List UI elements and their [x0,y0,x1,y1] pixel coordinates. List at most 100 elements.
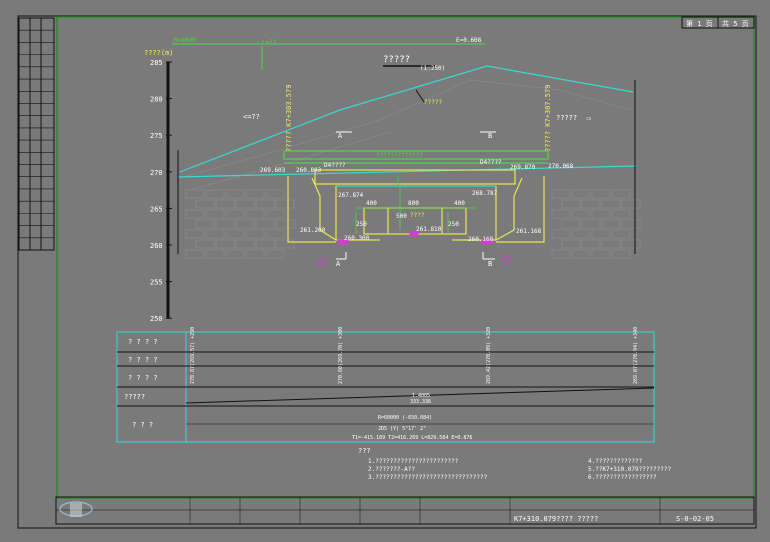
svg-text:? ? ? ?: ? ? ? ? [128,356,158,364]
hatch-brick [621,239,641,249]
hatch-brick [195,239,215,249]
svg-text:250: 250 [448,221,459,228]
hatch-brick [245,209,265,219]
svg-text:269.870: 269.870 [510,164,536,171]
drawing-title-bottom: K7+310.079???? ????? [514,515,598,523]
right-station-label: ????? K7+307.579 [544,85,552,152]
elevation-tick-label: 285 [150,59,163,67]
svg-text:1.4005: 1.4005 [412,393,430,399]
scale-value: (1:250) [420,65,445,72]
page-counter: 第 1 页 共 5 页 [681,16,755,29]
span-total-label: ????????????? [376,152,423,159]
hatch-brick [581,239,601,249]
svg-text:1.???????????????????????: 1.??????????????????????? [368,458,459,465]
svg-text:? ? ? ?: ? ? ? ? [128,338,158,346]
hatch-brick [561,219,581,229]
hatch-brick [205,209,225,219]
title-block: K7+310.079???? ????? S-0-02-05 [55,496,755,525]
svg-text:500: 500 [396,213,407,220]
hatch-brick [551,249,571,259]
hatch-brick [215,199,235,209]
hatch-brick [601,239,621,249]
svg-text:JD5 (Y) 5°17' 2": JD5 (Y) 5°17' 2" [378,426,426,432]
elevation-tick-label: 260 [150,242,163,250]
hatch-brick [561,239,581,249]
hatch-brick [591,209,611,219]
svg-text:270.068: 270.068 [548,163,574,170]
hatch-brick [611,249,631,259]
hatch-brick [621,199,641,209]
left-strip [18,17,55,251]
dimension-lines [355,176,476,234]
svg-text:L=??: L=?? [262,39,277,46]
hatch-brick [601,219,621,229]
hatch-brick [571,249,591,259]
svg-text:260.803: 260.803 [296,167,322,174]
outer-frame [17,15,757,529]
elevation-tick-label: 280 [150,96,163,104]
hatch-brick [225,249,245,259]
hatch-brick [205,229,225,239]
hatch-brick [611,229,631,239]
hatch-brick [245,229,265,239]
hatch-brick [551,189,571,199]
hatch-brick [551,209,571,219]
hatch-brick [551,229,571,239]
right-arrow-icon: ⇨ [586,114,592,124]
hatch-brick [245,189,265,199]
svg-text:269.603: 269.603 [260,167,286,174]
center-label: ???? [410,212,425,219]
svg-text:269.42(270.09) +320: 269.42(270.09) +320 [486,327,492,384]
svg-text:800: 800 [408,200,419,207]
svg-text:261.200: 261.200 [300,227,326,234]
svg-text:270.87(269.57) +290: 270.87(269.57) +290 [190,327,196,384]
svg-text:400: 400 [366,200,377,207]
bottom-a-mark: A [336,260,341,268]
drawing-number: S-0-02-05 [676,515,714,523]
hatch-brick [205,249,225,259]
elevation-tick-label: 250 [150,315,163,323]
profile-table: ? ? ? ? ? ? ? ? ? ? ? ? ????? ? ? ? 270.… [116,327,655,443]
hatch-brick [215,239,235,249]
road-surface-line [177,165,637,178]
svg-text:? ? ?: ? ? ? [132,421,153,429]
hatch-brick [265,209,285,219]
hatch-brick [581,199,601,209]
svg-text:269.07(270.94) +340: 269.07(270.94) +340 [633,327,639,384]
svg-text:260.168: 260.168 [468,236,494,243]
svg-text:T1=-415.189 T2=416.269 L=829: T1=-415.189 T2=416.269 L=829.584 E=0.876 [352,435,472,441]
hatch-brick [601,199,621,209]
alignment-line: R=6000 L=?? E=0.608 [172,37,485,70]
left-direction-label: <=?? [243,113,260,121]
hatch-brick [255,199,275,209]
hatch-brick [611,189,631,199]
elevation-tick-label: 270 [150,169,163,177]
hatch-brick [205,189,225,199]
hatch-brick [195,219,215,229]
svg-text:261.168: 261.168 [516,228,542,235]
inner-frame [56,16,755,499]
section-a-mark: A [338,132,343,140]
hatch-brick [235,199,255,209]
hatch-brick [275,219,295,229]
svg-text:400: 400 [454,200,465,207]
scale-title: ????? [383,55,410,65]
hatch-brick [225,229,245,239]
hatch-brick [265,229,285,239]
svg-text:R=6000: R=6000 [174,37,196,44]
svg-text:4.?????????????: 4.????????????? [588,458,643,465]
elevation-tick-label: 255 [150,279,163,287]
hatch-brick [195,199,215,209]
hatch-brick [185,209,205,219]
hatch-brick [255,219,275,229]
section-b-mark: B [488,132,492,140]
hatch-brick [235,219,255,229]
hatch-brick [571,209,591,219]
hatch-brick [611,209,631,219]
hatch-brick [571,229,591,239]
svg-text:6.?????????????????: 6.????????????????? [588,474,657,481]
elevation-tick-label: 265 [150,205,163,213]
terrain-profile-line [179,65,634,173]
